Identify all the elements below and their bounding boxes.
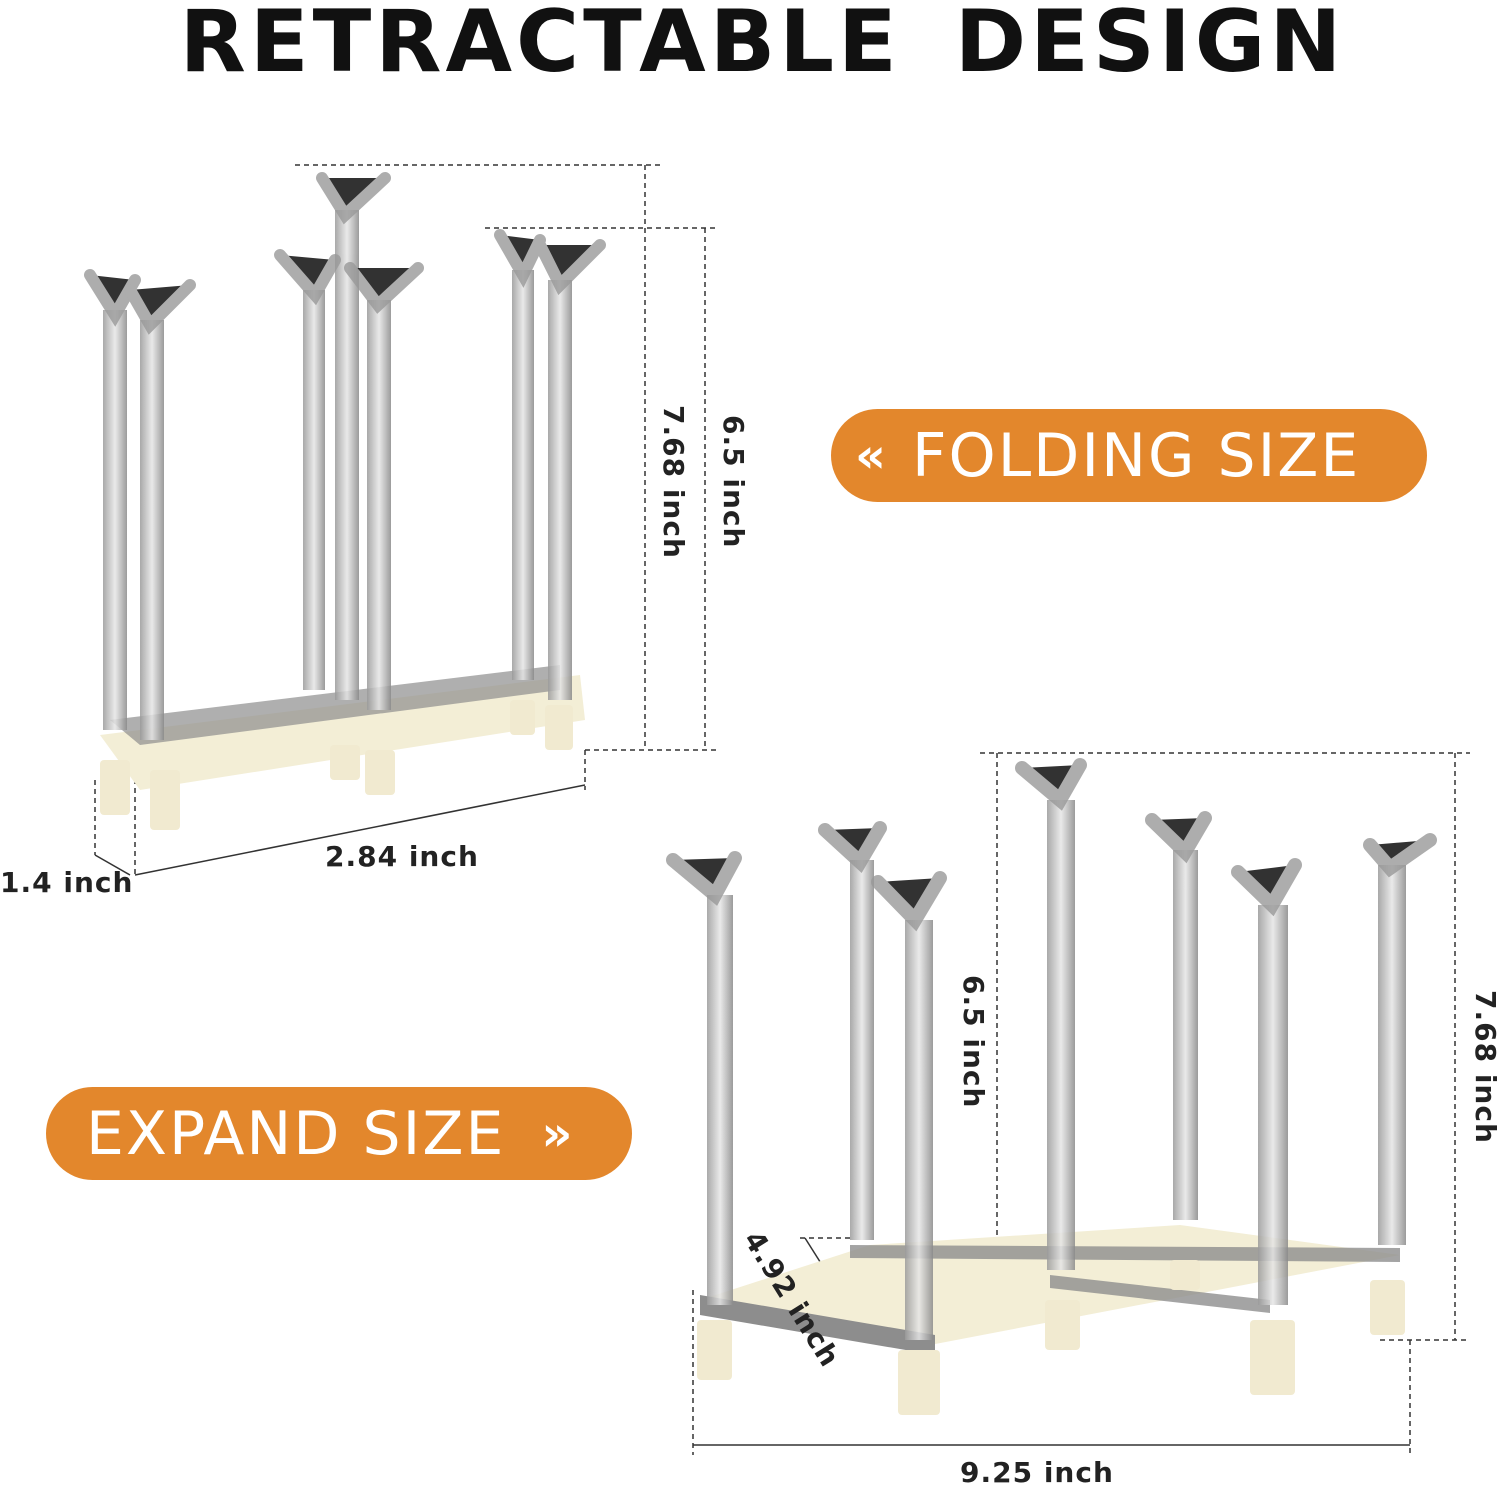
expanded-height-total: 7.68 inch [1469,990,1500,1144]
expanded-length: 9.25 inch [960,1456,1114,1489]
expand-size-label: EXPAND SIZE [86,1098,506,1169]
folded-height-inner: 6.5 inch [717,415,750,549]
expanded-height-inner: 6.5 inch [957,975,990,1109]
page-title: RETRACTABLE DESIGN [179,0,1346,92]
expanded-rack [666,758,1437,1415]
dimension-lines [94,164,1470,1455]
folded-height-total: 7.68 inch [657,405,690,559]
chevrons-right-icon: » [541,1105,572,1162]
expand-size-badge: EXPAND SIZE » [46,1087,632,1180]
folded-depth: 1.4 inch [0,866,134,899]
folding-size-badge: « FOLDING SIZE [831,409,1427,502]
folded-rack [84,172,606,830]
folding-size-label: FOLDING SIZE [912,420,1361,491]
folded-length: 2.84 inch [325,840,479,873]
chevrons-left-icon: « [855,427,886,484]
